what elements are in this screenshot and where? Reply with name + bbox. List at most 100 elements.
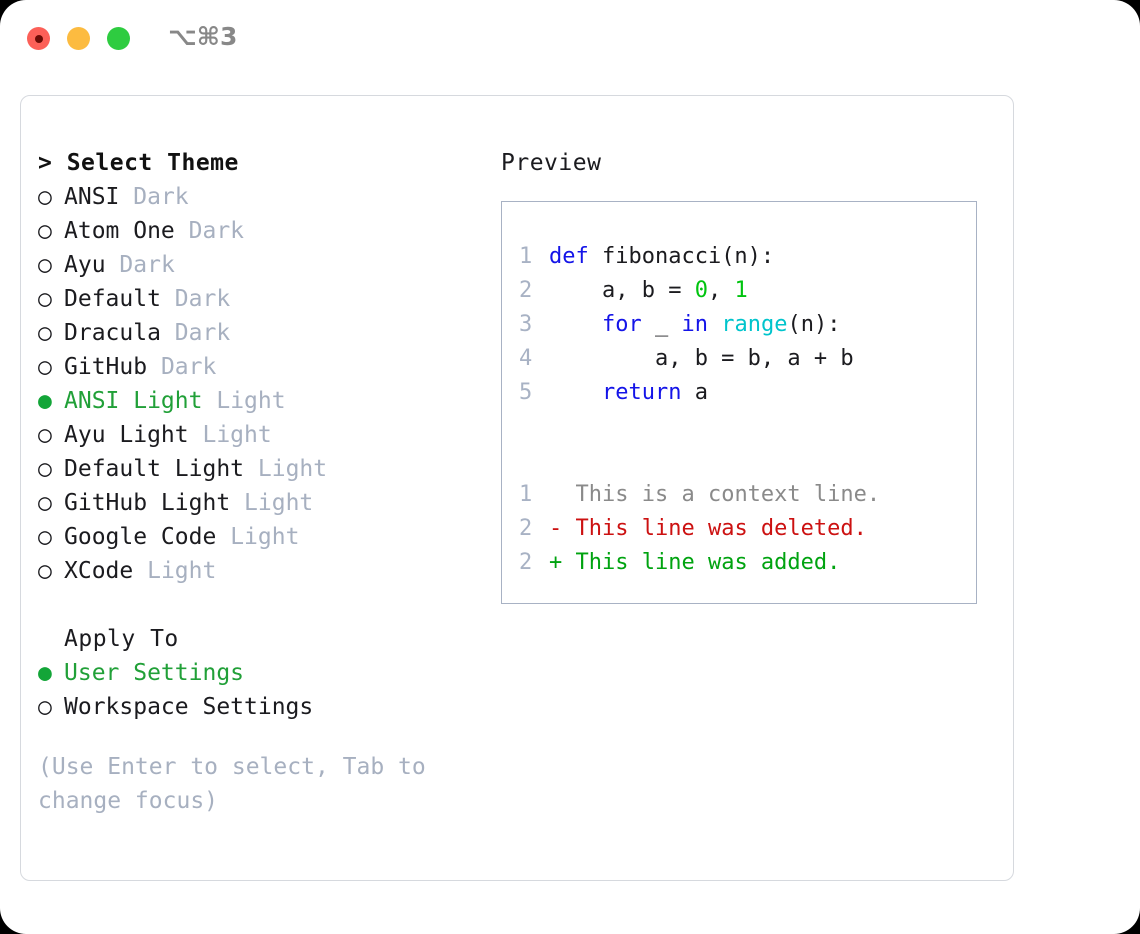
diff-text: This line was added.: [575, 550, 841, 575]
line-number: 2: [519, 550, 533, 575]
code-token: [708, 312, 721, 337]
theme-option-xcode[interactable]: ○ XCode Light: [38, 554, 488, 588]
code-token: (n):: [787, 312, 841, 337]
theme-option-atom-one-dark[interactable]: ○ Atom One Dark: [38, 214, 488, 248]
radio-marker-icon: ○: [38, 218, 52, 244]
code-blank-line: [519, 444, 976, 478]
diff-sign: [549, 482, 576, 507]
radio-marker-icon: ○: [38, 252, 52, 278]
theme-option-ansi-light[interactable]: ●ANSI Light Light: [38, 384, 488, 418]
theme-variant: Light: [202, 422, 272, 448]
theme-option-ayu-light[interactable]: ○Ayu Light Light: [38, 418, 488, 452]
theme-name: ANSI: [64, 184, 120, 210]
line-number: 1: [519, 244, 533, 269]
preview-code-box: 1 def fibonacci(n): 2 a, b = 0, 1 3 for _…: [501, 201, 977, 604]
code-token: _: [641, 312, 682, 337]
code-token: ,: [707, 278, 735, 303]
theme-name: ANSI Light: [64, 388, 203, 414]
theme-option-github-dark[interactable]: ○ GitHub Dark: [38, 350, 488, 384]
radio-marker-icon: ○: [38, 320, 52, 346]
code-line: 5 return a: [519, 376, 976, 410]
theme-name: Ayu: [64, 252, 106, 278]
apply-to-label: Apply To: [64, 626, 179, 652]
keyboard-hint-text: (Use Enter to select, Tab to change focu…: [38, 754, 440, 814]
line-number: 5: [519, 380, 533, 405]
apply-to-option-label: Workspace Settings: [64, 694, 314, 720]
code-token: return: [601, 380, 682, 405]
code-token: for: [601, 312, 642, 337]
theme-option-github-light[interactable]: ○GitHub Light Light: [38, 486, 488, 520]
minimize-button[interactable]: [67, 27, 90, 50]
radio-marker-icon: ○: [38, 490, 52, 516]
code-token: [549, 380, 602, 405]
radio-marker-icon: ○: [38, 354, 52, 380]
line-number: 2: [519, 516, 533, 541]
radio-marker-icon: ○: [38, 286, 52, 312]
apply-to-option-workspace-settings[interactable]: ○ Workspace Settings: [38, 690, 488, 724]
theme-name: GitHub: [64, 354, 148, 380]
theme-variant: Light: [257, 456, 328, 482]
theme-option-ansi-dark[interactable]: ○ANSI Dark: [38, 180, 488, 214]
theme-variant: Light: [147, 558, 217, 584]
theme-name: Google Code: [64, 524, 217, 550]
code-token: a, b =: [549, 278, 695, 303]
theme-name: Atom One: [64, 218, 175, 244]
code-token: a, b = b, a + b: [549, 346, 854, 371]
code-token: [549, 312, 602, 337]
diff-text: This line was deleted.: [575, 516, 867, 541]
code-line: 4 a, b = b, a + b: [519, 342, 976, 376]
theme-variant: Dark: [188, 218, 245, 244]
code-token: a: [681, 380, 708, 405]
diff-text: This is a context line.: [575, 482, 881, 507]
line-number: 3: [519, 312, 533, 337]
code-token: in: [681, 312, 708, 337]
code-token: fibonacci(n):: [601, 244, 775, 269]
radio-marker-icon: ○: [38, 558, 52, 584]
diff-line-context: 1 This is a context line.: [519, 478, 976, 512]
apply-to-header: Apply To: [38, 622, 488, 656]
diff-sign: -: [549, 516, 576, 541]
apply-to-option-label: User Settings: [64, 660, 245, 686]
maximize-button[interactable]: [107, 27, 130, 50]
radio-marker-icon: ○: [38, 184, 52, 210]
radio-marker-icon: ●: [38, 660, 52, 686]
window-titlebar: ⌥⌘3: [0, 0, 1140, 78]
theme-variant: Dark: [160, 354, 217, 380]
theme-name: XCode: [64, 558, 134, 584]
line-number: 2: [519, 278, 533, 303]
theme-list-header: > Select Theme: [38, 150, 239, 176]
theme-option-default-dark[interactable]: ○ Default Dark: [38, 282, 488, 316]
theme-variant: Light: [244, 490, 314, 516]
close-button[interactable]: [27, 27, 50, 50]
theme-name: Default Light: [64, 456, 245, 482]
code-token: 1: [734, 278, 748, 303]
theme-selector-card: > Select Theme ○ ANSI Dark ○ Atom One Dark…: [20, 95, 1014, 881]
code-blank-line: [519, 410, 976, 444]
theme-option-dracula-dark[interactable]: ○ Dracula Dark: [38, 316, 488, 350]
theme-variant: Dark: [174, 320, 231, 346]
theme-option-google-code[interactable]: ○Google Code Light: [38, 520, 488, 554]
radio-marker-icon: ○: [38, 694, 52, 720]
line-number: 1: [519, 482, 533, 507]
theme-variant: Dark: [119, 252, 175, 278]
code-token: 0: [694, 278, 708, 303]
theme-variant: Light: [230, 524, 300, 550]
line-number: 4: [519, 346, 533, 371]
theme-variant: Dark: [174, 286, 231, 312]
theme-option-default-light[interactable]: ○Default Light Light: [38, 452, 488, 486]
theme-option-ayu-dark[interactable]: ○ Ayu Dark: [38, 248, 488, 282]
theme-variant: Light: [216, 388, 286, 414]
code-line: 2 a, b = 0, 1: [519, 274, 976, 308]
code-token: range: [721, 312, 788, 337]
code-line: 3 for _ in range(n):: [519, 308, 976, 342]
theme-name: Ayu Light: [64, 422, 189, 448]
apply-to-option-user-settings[interactable]: ● User Settings: [38, 656, 488, 690]
code-token: def: [549, 244, 602, 269]
theme-name: Dracula: [64, 320, 161, 346]
diff-line-deleted: 2- This line was deleted.: [519, 512, 976, 546]
diff-line-added: 2 + This line was added.: [519, 546, 976, 580]
theme-name: Default: [64, 286, 161, 312]
diff-sign: +: [549, 550, 576, 575]
